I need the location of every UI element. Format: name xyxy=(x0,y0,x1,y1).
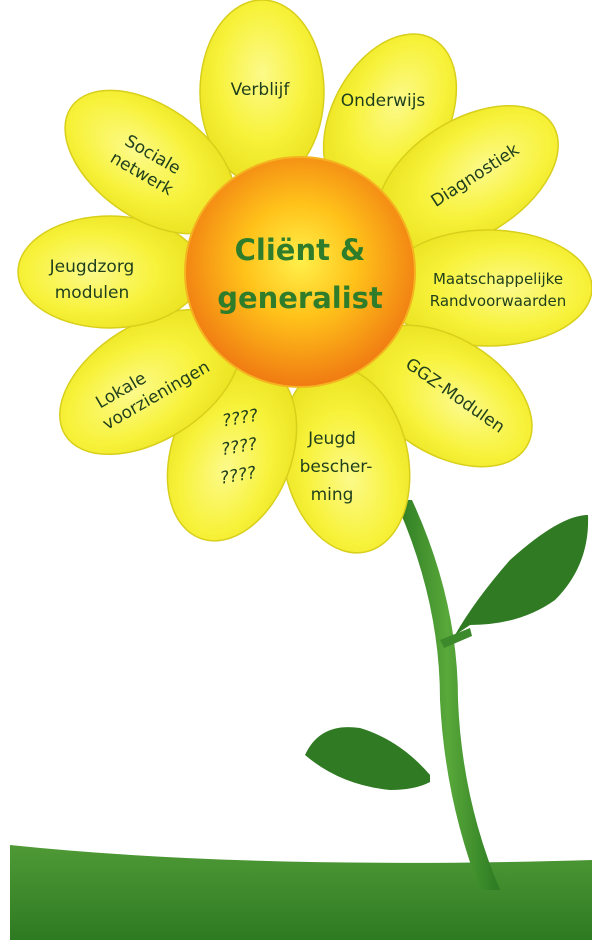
label-maatschappelijke-line1: Maatschappelijke xyxy=(433,270,563,288)
leaf-upper-stalk xyxy=(440,628,472,648)
label-maatschappelijke-line2: Randvoorwaarden xyxy=(430,292,567,310)
label-verblijf: Verblijf xyxy=(231,80,291,100)
label-jeugd-line3: ming xyxy=(311,485,354,505)
label-jeugd-line1: Jeugd xyxy=(307,429,356,449)
label-onderwijs: Onderwijs xyxy=(341,91,426,111)
center-label-line2: generalist xyxy=(217,281,383,315)
leaf-lower xyxy=(305,727,430,790)
stem xyxy=(395,500,500,890)
ground xyxy=(10,845,592,940)
leaf-upper xyxy=(455,515,589,635)
center-label-line1: Cliënt & xyxy=(235,233,366,267)
label-jeugd-line2: bescher- xyxy=(300,457,373,477)
label-jeugdzorg-line2: modulen xyxy=(55,283,129,303)
petals xyxy=(17,0,592,554)
flower-center xyxy=(184,156,416,388)
label-jeugdzorg-line1: Jeugdzorg xyxy=(49,257,135,277)
